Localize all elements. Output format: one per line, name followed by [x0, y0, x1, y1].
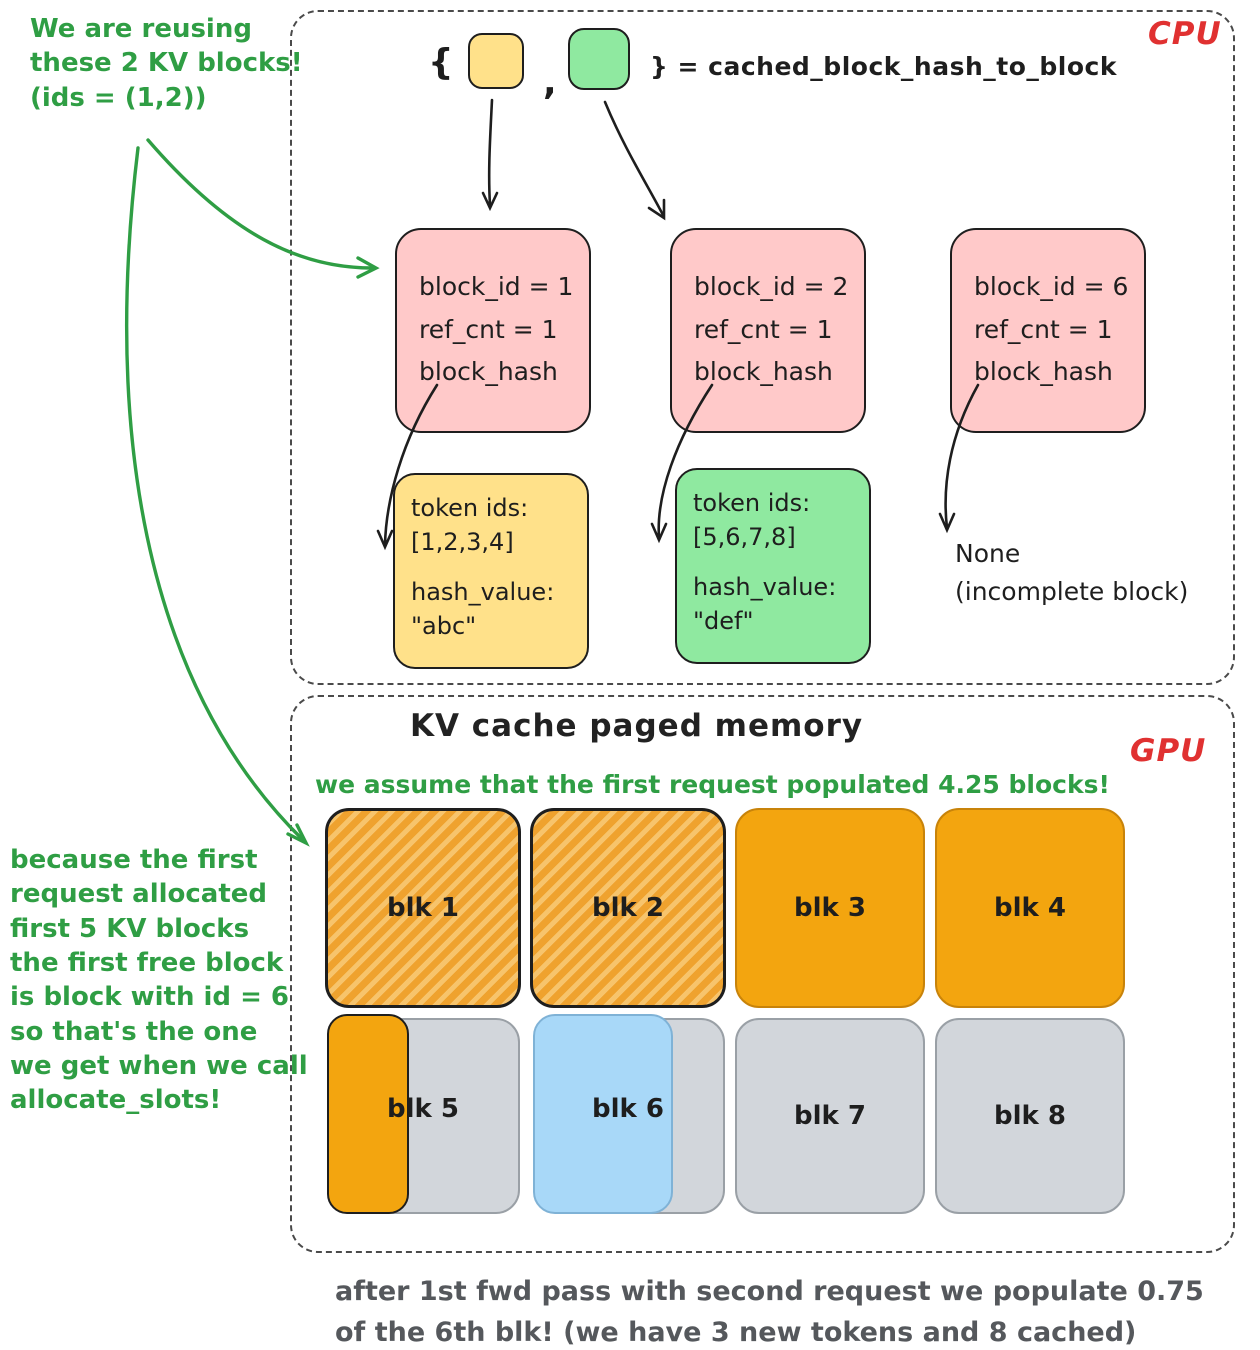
block-meta-box-2: block_id = 2 ref_cnt = 1 block_hash	[670, 228, 866, 433]
block-id-line: block_id = 2	[694, 272, 849, 301]
block-hash-line: block_hash	[694, 357, 833, 386]
gpu-region-label: GPU	[1130, 733, 1207, 769]
gpu-block-8: blk 8	[935, 1018, 1125, 1214]
block-hash-line: block_hash	[974, 357, 1113, 386]
reuse-note-line: (ids = (1,2))	[30, 82, 207, 113]
hash-value: "def"	[693, 607, 754, 636]
yellow-hash-square	[468, 33, 524, 89]
gpu-block-label: blk 6	[592, 1094, 664, 1124]
gpu-assumption-note: we assume that the first request populat…	[315, 770, 1110, 799]
ref-cnt-line: ref_cnt = 1	[694, 314, 833, 344]
gpu-block-1: blk 1	[325, 808, 521, 1008]
left-note-line: so that's the one	[10, 1016, 258, 1047]
gpu-block-label: blk 2	[592, 893, 664, 923]
bottom-caption-line1: after 1st fwd pass with second request w…	[335, 1276, 1204, 1307]
gpu-block-label: blk 7	[794, 1101, 866, 1131]
green-hash-square	[568, 28, 630, 90]
block-hash-line: block_hash	[419, 357, 558, 386]
bottom-caption-line2: of the 6th blk! (we have 3 new tokens an…	[335, 1316, 1137, 1348]
ref-cnt-line: ref_cnt = 1	[974, 314, 1113, 344]
gpu-block-3: blk 3	[735, 808, 925, 1008]
gpu-block-label: blk 1	[387, 893, 459, 923]
none-note-line1: None	[955, 539, 1021, 568]
hash-value-label: hash_value:	[693, 573, 837, 602]
left-note-line: is block with id = 6	[10, 982, 290, 1013]
left-note-line: request allocated	[10, 879, 268, 910]
gpu-block-label: blk 5	[387, 1094, 459, 1124]
gpu-block-label: blk 3	[794, 893, 866, 923]
gpu-block-2: blk 2	[530, 808, 726, 1008]
cpu-region-label: CPU	[1148, 16, 1222, 52]
left-note-line: allocate_slots!	[10, 1085, 222, 1116]
gpu-block-7: blk 7	[735, 1018, 925, 1214]
left-note-line: the first free block	[10, 947, 284, 978]
gpu-title: KV cache paged memory	[410, 708, 864, 744]
bottom-caption: after 1st fwd pass with second request w…	[335, 1272, 1204, 1350]
gpu-block-4: blk 4	[935, 808, 1125, 1008]
token-ids-value: [1,2,3,4]	[411, 528, 514, 557]
gpu-block-label: blk 4	[994, 893, 1066, 923]
none-note-line2: (incomplete block)	[955, 576, 1189, 606]
reuse-note: We are reusing these 2 KV blocks! (ids =…	[30, 12, 303, 115]
ref-cnt-line: ref_cnt = 1	[419, 314, 558, 344]
left-note-line: first 5 KV blocks	[10, 913, 250, 944]
block-meta-box-6: block_id = 6 ref_cnt = 1 block_hash	[950, 228, 1146, 433]
dict-comma: ,	[543, 62, 557, 103]
hash-value-label: hash_value:	[411, 578, 555, 607]
reuse-note-line: We are reusing	[30, 14, 252, 44]
block-meta-box-1: block_id = 1 ref_cnt = 1 block_hash	[395, 228, 591, 433]
left-note: because the first request allocated firs…	[10, 843, 308, 1118]
token-box-def: token ids: [5,6,7,8] hash_value: "def"	[675, 468, 871, 664]
token-box-abc: token ids: [1,2,3,4] hash_value: "abc"	[393, 473, 589, 669]
gpu-region	[290, 695, 1235, 1253]
left-note-line: we get when we call	[10, 1050, 308, 1081]
green-arrow-note-to-gpu-blk1	[125, 146, 305, 842]
gpu-block-label: blk 8	[994, 1101, 1066, 1131]
dict-close-text: } = cached_block_hash_to_block	[650, 52, 1117, 81]
gpu-block-5-filled-part	[327, 1014, 409, 1214]
hash-value: "abc"	[411, 612, 477, 641]
token-ids-label: token ids:	[693, 489, 811, 517]
token-ids-value: [5,6,7,8]	[693, 523, 796, 552]
token-ids-label: token ids:	[411, 494, 529, 522]
gpu-block-6-filled-part	[533, 1014, 673, 1214]
block-id-line: block_id = 1	[419, 272, 574, 301]
left-note-line: because the first	[10, 845, 258, 875]
none-note: None (incomplete block)	[955, 535, 1188, 610]
reuse-note-line: these 2 KV blocks!	[30, 48, 303, 79]
dict-open-brace: {	[428, 42, 454, 83]
block-id-line: block_id = 6	[974, 272, 1129, 301]
